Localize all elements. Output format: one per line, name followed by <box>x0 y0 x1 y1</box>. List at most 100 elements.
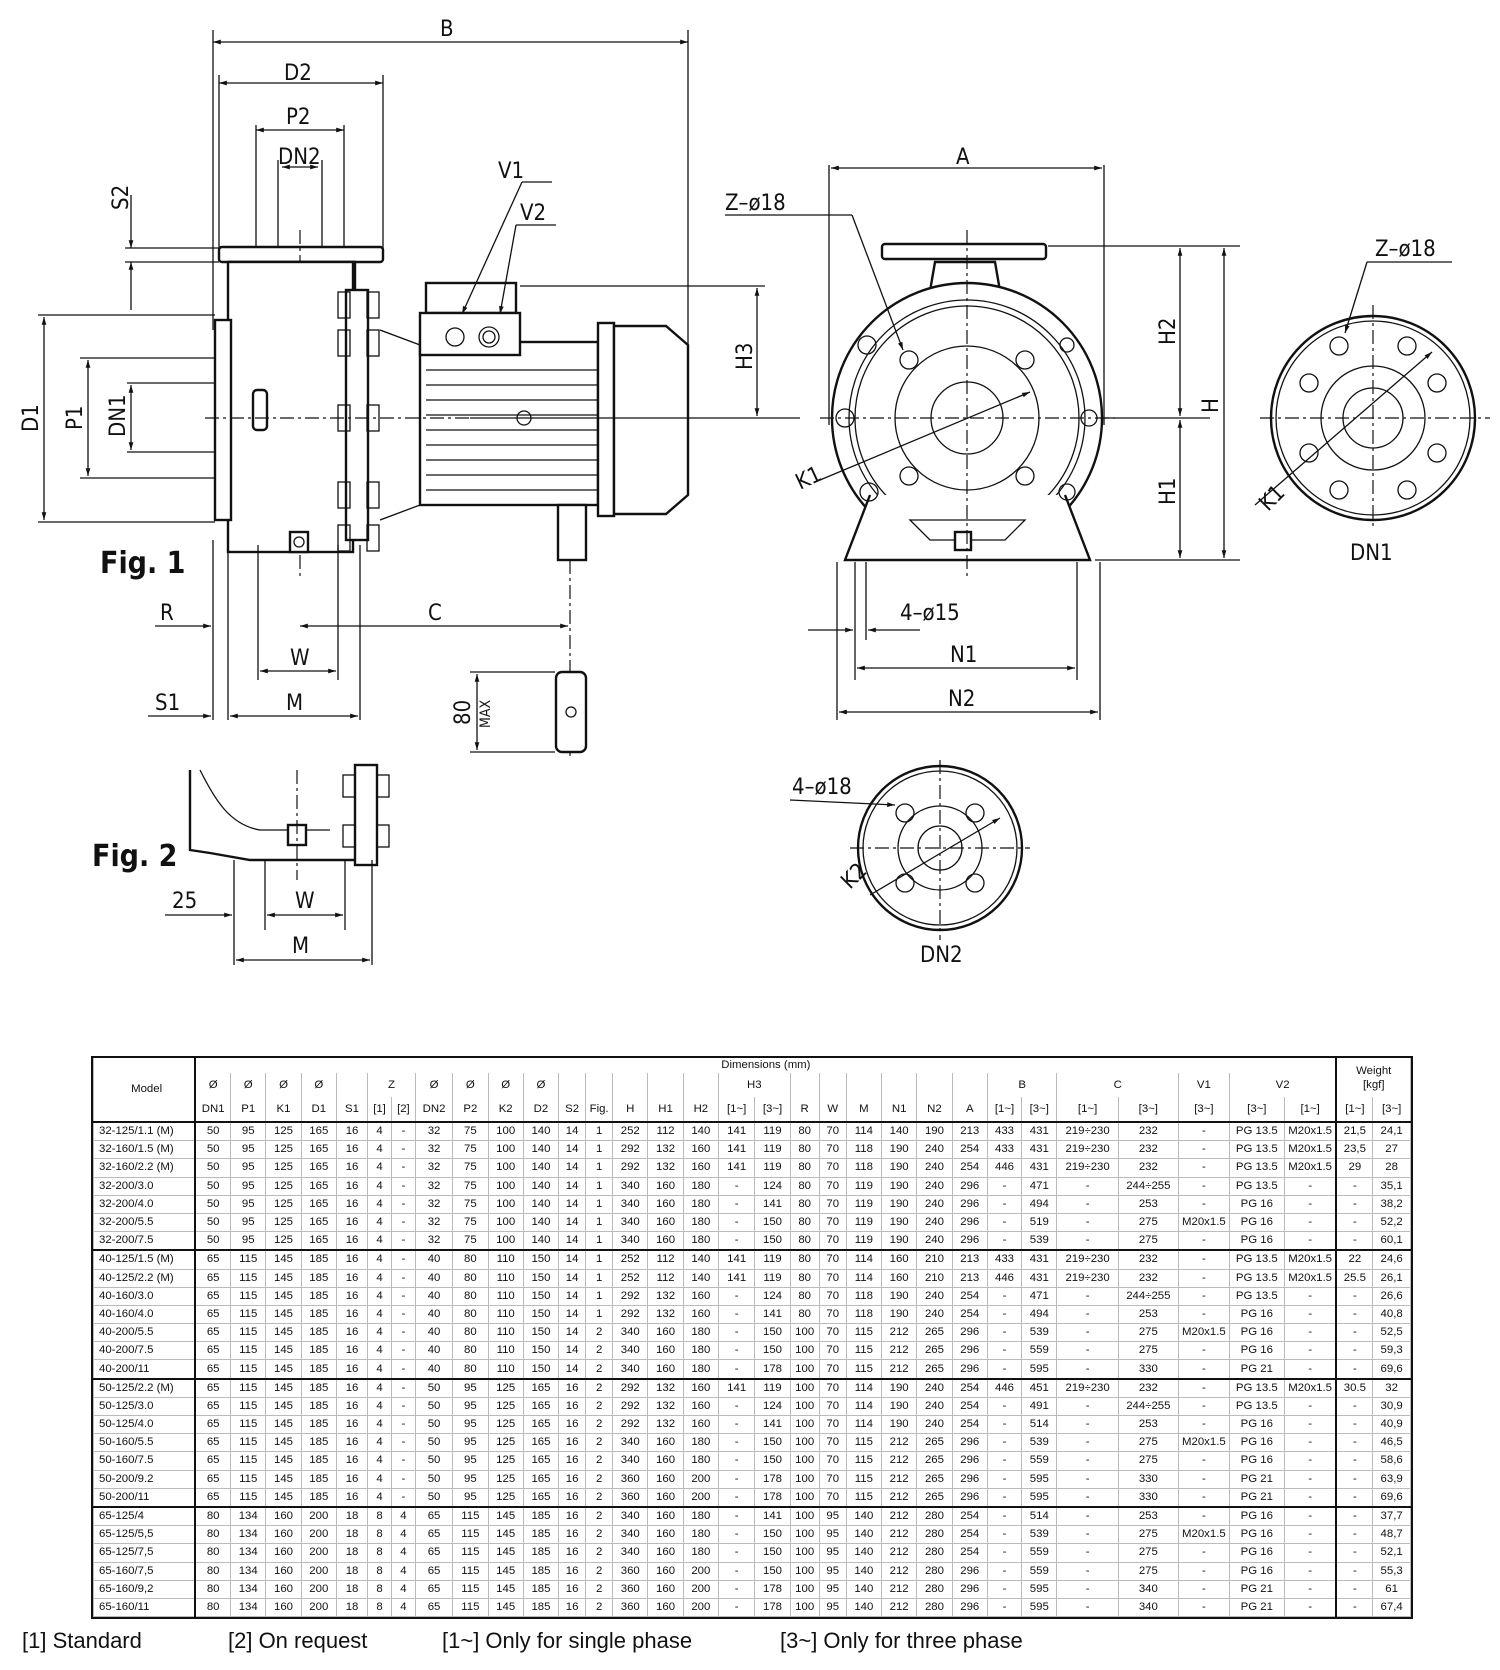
value-cell: 30.5 <box>1335 1377 1374 1398</box>
value-cell: 110 <box>487 1341 524 1361</box>
value-cell: 80 <box>452 1249 489 1270</box>
value-cell: 115 <box>230 1323 267 1343</box>
value-cell: 16 <box>335 1286 369 1306</box>
value-cell: PG 16 <box>1228 1212 1285 1233</box>
value-cell: 40 <box>414 1268 454 1288</box>
value-cell: 8 <box>367 1597 392 1618</box>
value-cell: 160 <box>682 1414 720 1435</box>
value-cell: 275 <box>1117 1543 1179 1563</box>
value-cell: 4 <box>367 1359 392 1380</box>
value-cell: 200 <box>682 1469 720 1489</box>
value-cell: 26,6 <box>1372 1286 1411 1306</box>
value-cell: 150 <box>522 1323 560 1343</box>
value-cell: 160 <box>647 1469 684 1489</box>
value-cell: 514 <box>1021 1414 1058 1435</box>
value-cell: 275 <box>1117 1231 1179 1251</box>
value-cell: 150 <box>754 1525 791 1545</box>
value-cell: - <box>1335 1469 1374 1489</box>
value-cell: - <box>717 1525 756 1545</box>
value-cell: 165 <box>300 1176 337 1196</box>
fig2-view <box>165 763 390 965</box>
value-cell: - <box>717 1286 756 1306</box>
value-cell: 67,4 <box>1372 1597 1411 1618</box>
value-cell: 65 <box>194 1487 232 1508</box>
value-cell: 275 <box>1117 1212 1179 1233</box>
value-cell: - <box>1177 1158 1230 1178</box>
value-cell: 265 <box>916 1323 953 1343</box>
dim-label-M-fig2: M <box>292 934 309 959</box>
column-header: [3~] <box>1117 1097 1179 1123</box>
value-cell: 296 <box>951 1597 988 1618</box>
value-cell: 65 <box>194 1377 232 1398</box>
value-cell: 254 <box>951 1414 988 1435</box>
value-cell: 2 <box>585 1487 614 1508</box>
value-cell: 240 <box>916 1176 953 1196</box>
value-cell: 80 <box>789 1158 820 1178</box>
value-cell: 95 <box>452 1396 489 1417</box>
value-cell: 4 <box>367 1377 392 1398</box>
value-cell: 292 <box>612 1414 649 1435</box>
value-cell: 16 <box>558 1414 587 1435</box>
column-header: A <box>951 1097 988 1123</box>
value-cell: 340 <box>612 1212 649 1233</box>
value-cell: 1 <box>585 1158 614 1178</box>
value-cell: 16 <box>335 1140 369 1160</box>
value-cell: 4 <box>367 1433 392 1453</box>
value-cell: 16 <box>335 1323 369 1343</box>
value-cell: 95 <box>818 1597 847 1618</box>
value-cell: - <box>1177 1505 1230 1527</box>
value-cell: 32 <box>414 1176 454 1196</box>
model-cell: 40-160/4.0 <box>93 1304 197 1325</box>
value-cell: 212 <box>880 1597 918 1618</box>
value-cell: 124 <box>754 1286 791 1306</box>
value-cell: - <box>390 1359 416 1380</box>
value-cell: 340 <box>612 1543 649 1563</box>
value-cell: 471 <box>1021 1286 1058 1306</box>
value-cell: 160 <box>682 1140 720 1160</box>
value-cell: - <box>1056 1341 1119 1361</box>
value-cell: 100 <box>789 1597 820 1618</box>
value-cell: 213 <box>951 1249 988 1270</box>
value-cell: 595 <box>1021 1597 1058 1618</box>
value-cell: - <box>1283 1286 1337 1306</box>
value-cell: 185 <box>300 1359 337 1380</box>
value-cell: 14 <box>558 1304 587 1325</box>
value-cell: 150 <box>522 1341 560 1361</box>
value-cell: 50 <box>414 1414 454 1435</box>
value-cell: 1 <box>585 1249 614 1270</box>
value-cell: 150 <box>522 1249 560 1270</box>
value-cell: 95 <box>230 1231 267 1251</box>
value-cell: 275 <box>1117 1433 1179 1453</box>
value-cell: 50 <box>414 1377 454 1398</box>
value-cell: - <box>390 1286 416 1306</box>
value-cell: 431 <box>1021 1268 1058 1288</box>
model-cell: 65-125/7,5 <box>93 1543 197 1563</box>
value-cell: 165 <box>522 1469 560 1489</box>
value-cell: 200 <box>300 1505 337 1527</box>
header-spacer <box>818 1073 847 1097</box>
value-cell: 32 <box>414 1140 454 1160</box>
value-cell: 134 <box>230 1525 267 1545</box>
value-cell: M20x1.5 <box>1283 1140 1337 1160</box>
value-cell: 100 <box>487 1176 524 1196</box>
value-cell: 141 <box>754 1505 791 1527</box>
legend-item: [2] On request <box>228 1628 368 1653</box>
value-cell: 190 <box>880 1212 918 1233</box>
value-cell: 95 <box>452 1433 489 1453</box>
value-cell: 213 <box>951 1121 988 1142</box>
value-cell: 185 <box>300 1377 337 1398</box>
value-cell: - <box>1335 1543 1374 1563</box>
value-cell: 16 <box>335 1194 369 1214</box>
column-header: S1 <box>335 1097 369 1123</box>
value-cell: 185 <box>300 1451 337 1471</box>
value-cell: 16 <box>558 1597 587 1618</box>
value-cell: 16 <box>335 1176 369 1196</box>
value-cell: 185 <box>300 1304 337 1325</box>
value-cell: 212 <box>880 1505 918 1527</box>
value-cell: 40 <box>414 1286 454 1306</box>
fig1-side-view <box>38 30 800 760</box>
value-cell: 100 <box>789 1451 820 1471</box>
